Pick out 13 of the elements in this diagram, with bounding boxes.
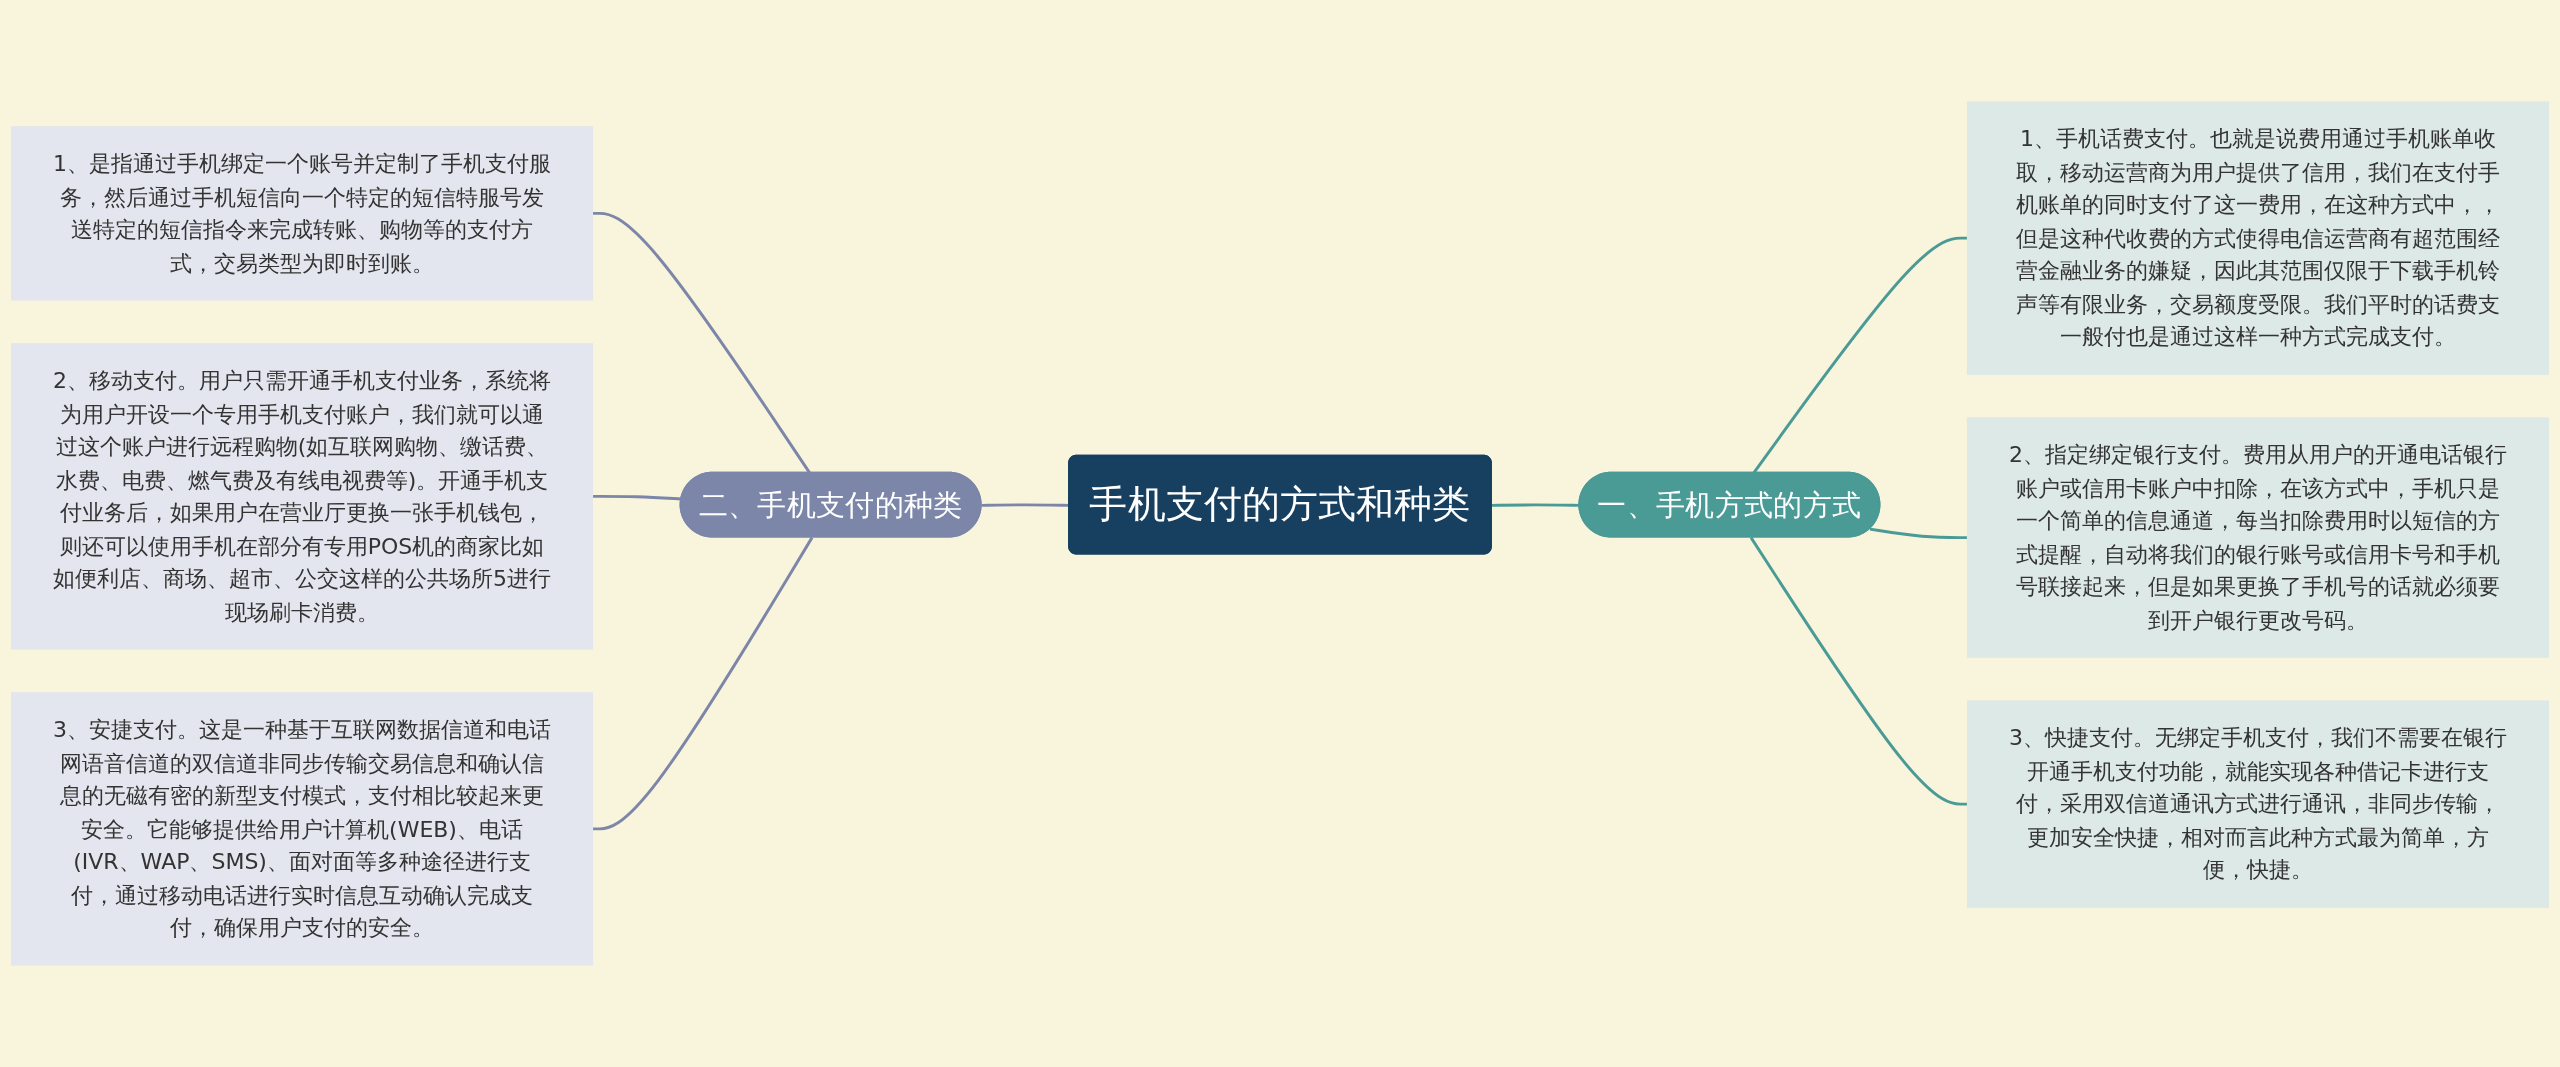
connector xyxy=(592,211,812,474)
connector xyxy=(1749,536,1968,806)
connector xyxy=(1752,236,1968,474)
connector xyxy=(1869,527,1968,540)
node-box: 1、是指通过手机绑定一个账号并定制了手机支付服务，然后通过手机短信向一个特定的短信特服号发送特定的短信指令来完成转账、购物等的支付方式，交易类型为即时到账。 xyxy=(11,126,594,301)
node-box: 3、安捷支付。这是一种基于互联网数据信道和电话网语音信道的双信道非同步传输交易信息和确认信息的无磁有密的新型支付模式，支付相比较起来更安全。它能够提供给用户计算机(WEB)、电话(IVR、WAP、SMS)、面对面等多种途径进行支付，通过移动电话进行实时信息互动确认完成支付，确保用户支付的安全。 xyxy=(11,692,594,966)
node-box: 2、指定绑定银行支付。费用从用户的开通电话银行账户或信用卡账户中扣除，在该方式中，手机只是一个简单的信息通道，每当扣除费用时以短信的方式提醒，自动将我们的银行账号或信用卡号和手机号联接起来，但是如果更换了手机号的话就必须要到开户银行更改号码。 xyxy=(1966,417,2549,658)
connector xyxy=(1491,503,1580,507)
connector xyxy=(592,494,682,501)
connector xyxy=(592,536,814,831)
node-box: 3、快捷支付。无绑定手机支付，我们不需要在银行开通手机支付功能，就能实现各种借记卡进行支付，采用双信道通讯方式进行通讯，非同步传输，更加安全快捷，相对而言此种方式最为简单，方便，快捷。 xyxy=(1966,700,2549,908)
node-box: 1、手机话费支付。也就是说费用通过手机账单收取，移动运营商为用户提供了信用，我们在支付手机账单的同时支付了这一费用，在这种方式中，，但是这种代收费的方式使得电信运营商有超范围经营金融业务的嫌疑，因此其范围仅限于下载手机铃声等有限业务，交易额度受限。我们平时的话费支一般付也是通过这样一种方式完成支付。 xyxy=(1966,101,2549,375)
node-box: 2、移动支付。用户只需开通手机支付业务，系统将为用户开设一个专用手机支付账户，我们就可以通过这个账户进行远程购物(如互联网购物、缴话费、水费、电费、燃气费及有线电视费等)。开通手机支付业务后，如果用户在营业厅更换一张手机钱包，则还可以使用手机在部分有专用POS机的商家比如如便利店、商场、超市、公交这样的公共场所5进行现场刷卡消费。 xyxy=(11,343,594,650)
